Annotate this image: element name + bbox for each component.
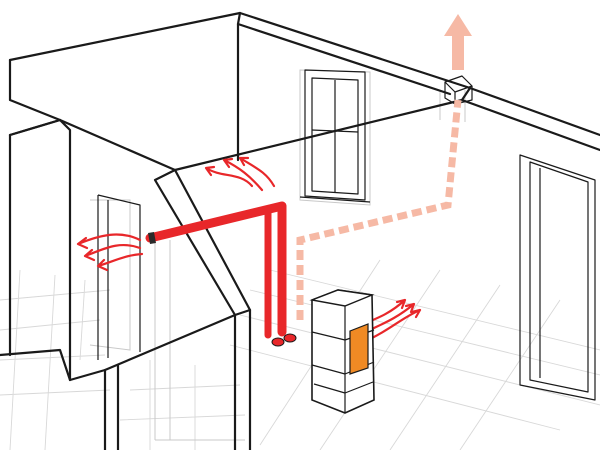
walls (0, 11, 600, 450)
back-window (299, 69, 371, 203)
flue-exhaust-path (296, 99, 462, 320)
exhaust-up-arrow-icon (444, 14, 472, 70)
stove-icon (309, 289, 375, 414)
right-door (519, 154, 596, 401)
hot-air-arrow-icon (76, 156, 422, 340)
hot-air-duct (145, 201, 297, 347)
floor-tiles (0, 259, 600, 450)
